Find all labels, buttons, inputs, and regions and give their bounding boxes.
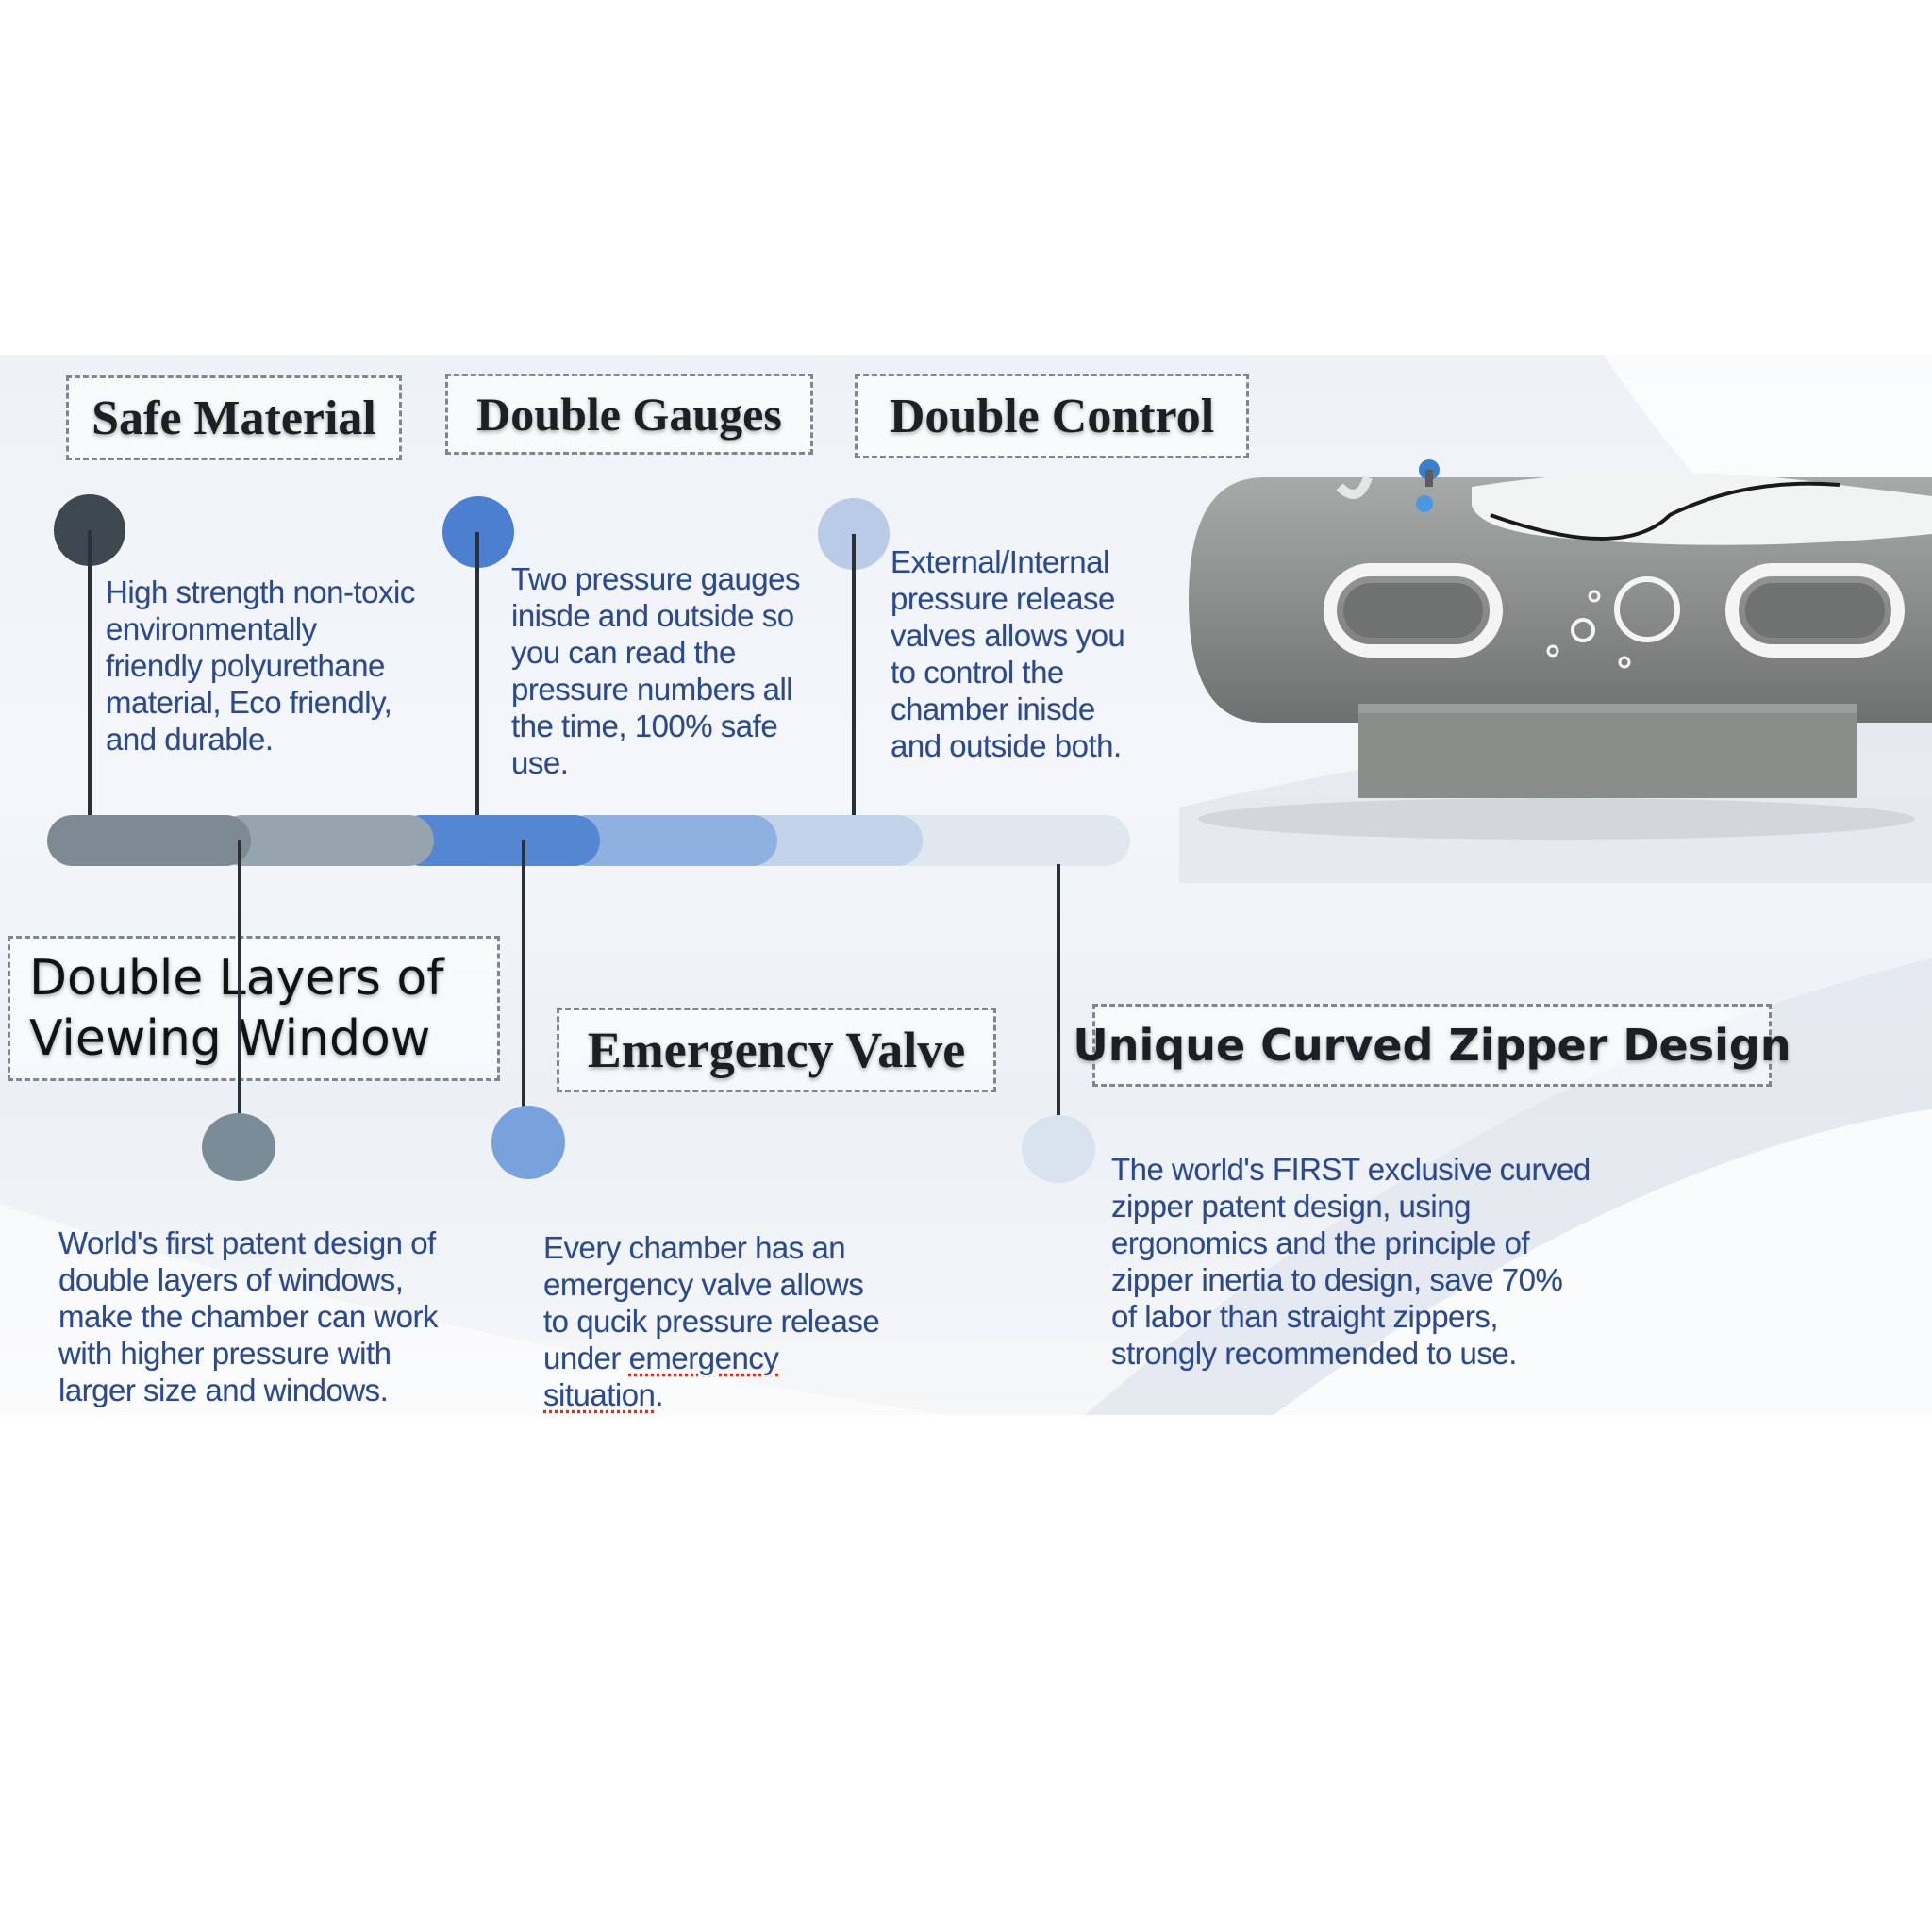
title-text: Double Control xyxy=(889,389,1215,443)
timeline-segment xyxy=(217,815,434,866)
title-text: Double Gauges xyxy=(476,388,782,441)
desc-curved-zipper: The world's FIRST exclusive curved zippe… xyxy=(1111,1152,1591,1371)
title-double-control: Double Control xyxy=(855,374,1249,458)
desc-underlined-word: situation xyxy=(543,1377,656,1412)
title-text-line-2: Viewing Window xyxy=(29,1010,431,1067)
title-emergency-valve: Emergency Valve xyxy=(557,1008,996,1092)
desc-double-gauges: Two pressure gauges inisde and outside s… xyxy=(511,561,801,780)
title-text-line-1: Double Layers of xyxy=(29,950,444,1007)
desc-underlined-word: emergency xyxy=(628,1341,779,1375)
title-text: Safe Material xyxy=(92,391,376,445)
feature-infographic: Safe Material High strength non-toxic en… xyxy=(0,355,1932,1415)
timeline-segment xyxy=(47,815,251,866)
connector-line xyxy=(238,840,242,1179)
desc-emergency-valve: Every chamber has an emergency valve all… xyxy=(543,1192,902,1413)
desc-double-layers: World's first patent design of double la… xyxy=(58,1225,439,1407)
connector-line xyxy=(475,532,479,853)
title-double-layers: Double Layers of Viewing Window xyxy=(8,936,500,1081)
connector-line xyxy=(1057,864,1060,1157)
title-curved-zipper: Unique Curved Zipper Design xyxy=(1073,1004,1791,1087)
connector-line xyxy=(88,530,92,851)
marker-dot-double-layers xyxy=(202,1113,275,1181)
connector-line xyxy=(852,534,856,853)
marker-dot-curved-zipper xyxy=(1022,1115,1095,1183)
title-text: Emergency Valve xyxy=(587,1022,966,1078)
desc-safe-material: High strength non-toxic environmentally … xyxy=(106,575,415,757)
title-safe-material: Safe Material xyxy=(66,375,402,460)
desc-double-control: External/Internal pressure release valve… xyxy=(891,544,1125,763)
title-double-gauges: Double Gauges xyxy=(445,374,813,455)
marker-dot-emergency-valve xyxy=(491,1106,565,1179)
desc-text-end: . xyxy=(655,1377,664,1412)
hyperbaric-chamber-image xyxy=(1189,459,1932,840)
desc-text: Every chamber has an emergency valve all… xyxy=(543,1230,880,1375)
title-text: Unique Curved Zipper Design xyxy=(1073,1020,1791,1071)
connector-line xyxy=(522,840,525,1143)
